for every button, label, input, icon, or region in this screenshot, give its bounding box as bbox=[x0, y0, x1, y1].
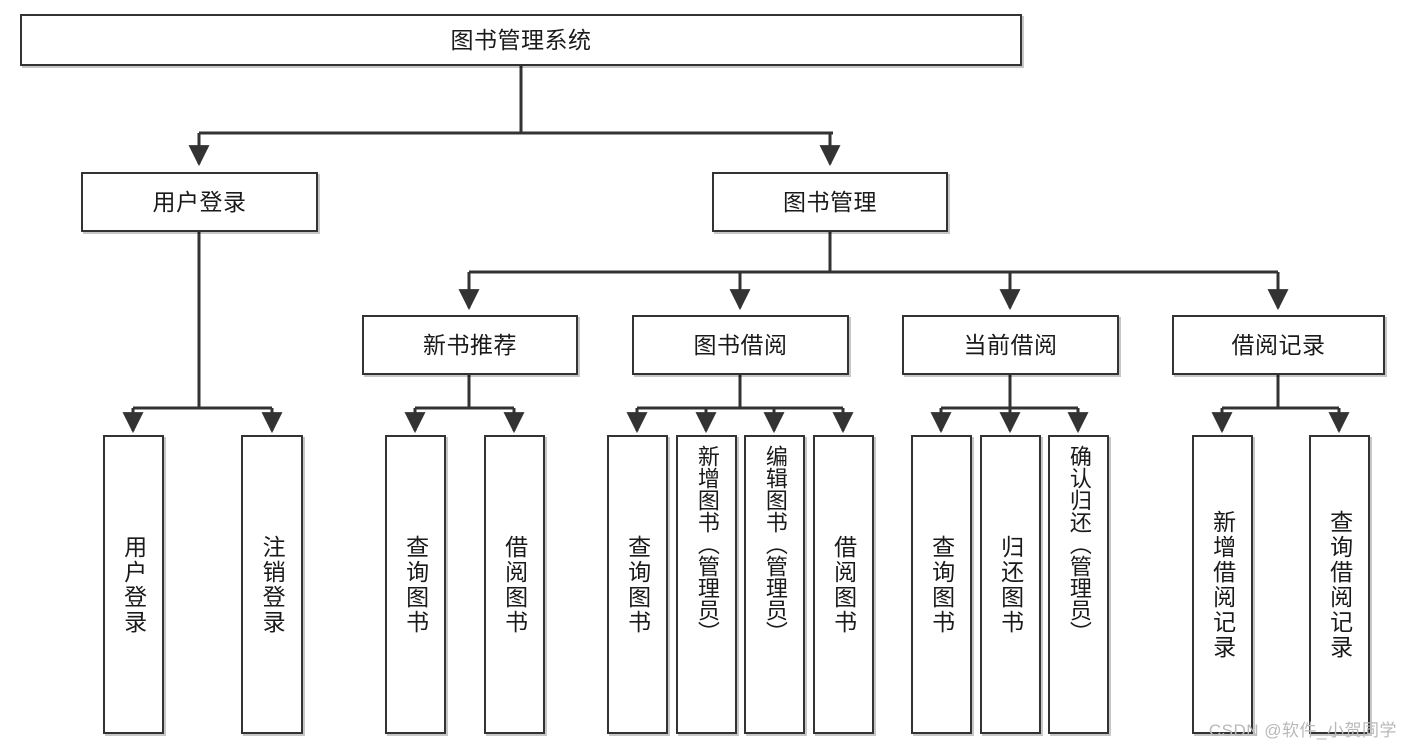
node-current-borrow[interactable]: 当前借阅 bbox=[902, 315, 1119, 375]
node-new-book-rec[interactable]: 新书推荐 bbox=[362, 315, 578, 375]
leaf-borrow-book-2[interactable]: 借阅图书 bbox=[813, 435, 874, 734]
leaf-add-record-label: 新增借阅记录 bbox=[1209, 509, 1236, 660]
leaf-user-logout-label: 注销登录 bbox=[259, 534, 286, 635]
leaf-query-book-3[interactable]: 查询图书 bbox=[911, 435, 972, 734]
leaf-borrow-book-1[interactable]: 借阅图书 bbox=[484, 435, 545, 734]
node-borrow-record[interactable]: 借阅记录 bbox=[1172, 315, 1385, 375]
node-user-login-label: 用户登录 bbox=[152, 188, 247, 215]
node-root[interactable]: 图书管理系统 bbox=[20, 14, 1022, 66]
watermark: CSDN @软件_小贺同学 bbox=[1208, 721, 1397, 740]
node-new-book-rec-label: 新书推荐 bbox=[423, 331, 517, 358]
leaf-borrow-book-2-label: 借阅图书 bbox=[830, 534, 857, 635]
leaf-add-book[interactable]: 新增图书（管理员） bbox=[676, 435, 737, 734]
leaf-user-login-label: 用户登录 bbox=[120, 534, 147, 635]
leaf-query-book-2[interactable]: 查询图书 bbox=[607, 435, 668, 734]
leaf-query-book-1[interactable]: 查询图书 bbox=[385, 435, 446, 734]
leaf-query-book-2-label: 查询图书 bbox=[624, 534, 651, 635]
leaf-return-book-label: 归还图书 bbox=[997, 534, 1024, 635]
node-user-login[interactable]: 用户登录 bbox=[81, 172, 318, 232]
node-book-manage[interactable]: 图书管理 bbox=[712, 172, 948, 232]
node-borrow-record-label: 借阅记录 bbox=[1231, 331, 1326, 358]
leaf-query-book-3-label: 查询图书 bbox=[928, 534, 955, 635]
leaf-add-record[interactable]: 新增借阅记录 bbox=[1192, 435, 1253, 734]
leaf-query-record[interactable]: 查询借阅记录 bbox=[1309, 435, 1370, 734]
leaf-user-login[interactable]: 用户登录 bbox=[103, 435, 164, 734]
node-current-borrow-label: 当前借阅 bbox=[963, 331, 1058, 358]
leaf-confirm-return-label: 确认归还（管理员） bbox=[1066, 445, 1092, 643]
leaf-confirm-return[interactable]: 确认归还（管理员） bbox=[1048, 435, 1109, 734]
node-book-manage-label: 图书管理 bbox=[783, 188, 877, 215]
node-root-label: 图书管理系统 bbox=[450, 26, 592, 53]
leaf-edit-book[interactable]: 编辑图书（管理员） bbox=[744, 435, 805, 734]
leaf-user-logout[interactable]: 注销登录 bbox=[241, 435, 303, 734]
node-book-borrow-label: 图书借阅 bbox=[693, 331, 788, 358]
leaf-query-record-label: 查询借阅记录 bbox=[1326, 509, 1353, 660]
leaf-query-book-1-label: 查询图书 bbox=[402, 534, 429, 635]
leaf-return-book[interactable]: 归还图书 bbox=[980, 435, 1041, 734]
leaf-edit-book-label: 编辑图书（管理员） bbox=[762, 445, 788, 643]
leaf-add-book-label: 新增图书（管理员） bbox=[694, 445, 720, 643]
node-book-borrow[interactable]: 图书借阅 bbox=[632, 315, 849, 375]
leaf-borrow-book-1-label: 借阅图书 bbox=[501, 534, 528, 635]
